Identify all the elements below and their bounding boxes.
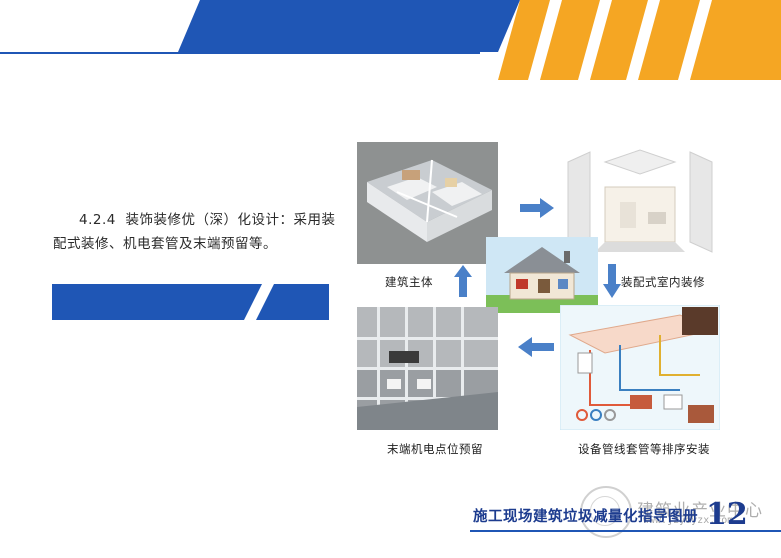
arrow-right-icon — [520, 198, 554, 218]
header-orange-stripe-4 — [638, 0, 700, 80]
section-paragraph: 4.2.4 装饰装修优（深）化设计：采用装 配式装修、机电套管及末端预留等。 — [53, 208, 343, 256]
center-house-image — [486, 237, 598, 313]
terminal-points-image — [357, 307, 498, 430]
caption-pipeline: 设备管线套管等排序安装 — [578, 442, 710, 456]
header-orange-block — [690, 0, 781, 80]
header-orange-stripe-1 — [498, 0, 550, 80]
footer-title: 施工现场建筑垃圾减量化指导图册 — [473, 508, 698, 525]
watermark-seal — [580, 486, 632, 538]
pipeline-diagram-image — [560, 305, 720, 430]
header-blue-stripe — [178, 0, 520, 52]
watermark-url: www.jzyoyzx.com — [643, 515, 734, 526]
header-orange-stripe-3 — [590, 0, 648, 80]
building-model-image — [357, 142, 498, 264]
header-banner — [0, 0, 781, 80]
caption-building: 建筑主体 — [385, 275, 433, 289]
page-number: 12 — [706, 497, 748, 532]
caption-prefab-interior: 装配式室内装修 — [621, 275, 705, 289]
watermark-org: 建筑业产业中心 — [637, 501, 763, 521]
arrow-down-icon — [603, 264, 621, 298]
section-text-line1: 装饰装修优（深）化设计：采用装 — [125, 212, 336, 228]
caption-terminal-points: 末端机电点位预留 — [387, 442, 483, 456]
arrow-left-icon — [518, 337, 554, 357]
header-orange-stripe-2 — [540, 0, 600, 80]
section-text-line2: 配式装修、机电套管及末端预留等。 — [53, 236, 277, 252]
left-deco-bar — [52, 284, 329, 320]
section-number: 4.2.4 — [79, 212, 116, 228]
footer-rule — [470, 530, 781, 532]
arrow-up-icon — [454, 265, 472, 297]
